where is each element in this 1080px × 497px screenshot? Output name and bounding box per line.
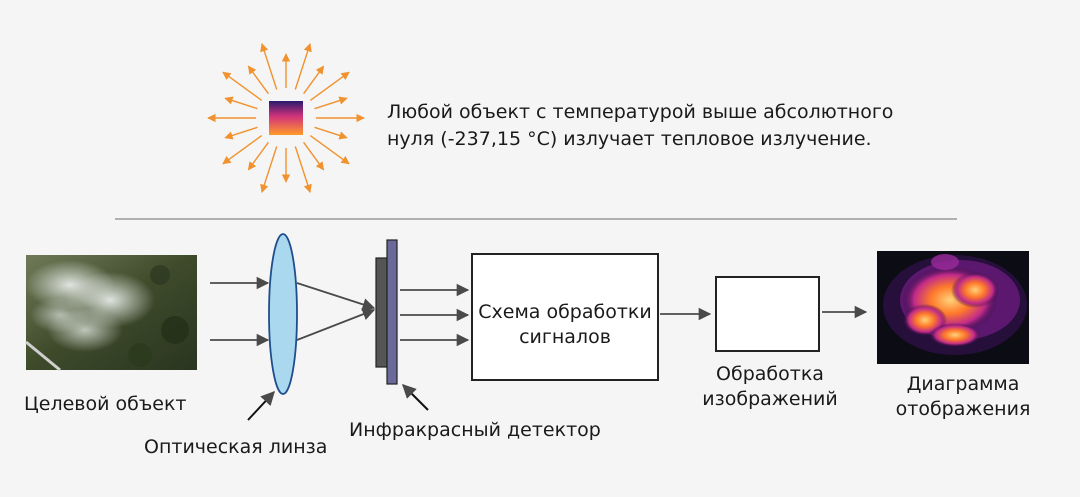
heat-ray [260, 43, 278, 90]
thermal-display-image [877, 251, 1029, 364]
heat-ray [224, 126, 258, 140]
ir-detector-front-plate [386, 239, 398, 385]
ir-detector-back-plate [375, 257, 388, 368]
display-label: Диаграмма отображения [878, 372, 1048, 422]
lens-label-pointer [247, 390, 275, 421]
heat-radiation-rays [207, 43, 365, 193]
image-processing-box [715, 276, 820, 352]
optical-lens [268, 233, 298, 395]
target-object-photo [25, 255, 197, 372]
heat-emitting-object-icon [269, 101, 303, 135]
image-processing-label: Обработка изображений [690, 362, 850, 412]
heat-ray [222, 135, 263, 165]
ir-detector-label: Инфракрасный детектор [349, 419, 601, 441]
display-label-line-1: Диаграмма [906, 373, 1020, 395]
signal-processing-label-line-2: сигналов [519, 326, 611, 348]
target-object-label: Целевой объект [24, 393, 187, 415]
heat-ray [222, 71, 263, 101]
heat-ray [314, 126, 348, 140]
converging-ray-top [296, 282, 376, 311]
signal-processing-label-line-1: Схема обработки [478, 301, 652, 323]
heat-ray [224, 96, 258, 110]
heat-ray [303, 141, 325, 171]
intro-text: Любой объект с температурой выше абсолют… [387, 99, 893, 153]
optical-lens-label: Оптическая линза [144, 436, 328, 458]
heat-ray [247, 141, 269, 171]
signal-processing-label: Схема обработки сигналов [472, 300, 658, 350]
heat-ray [309, 135, 350, 165]
heat-ray [309, 71, 350, 101]
image-processing-label-line-2: изображений [702, 388, 838, 410]
detector-label-pointer [402, 384, 429, 411]
heat-ray [247, 65, 269, 95]
converging-ray-bottom [296, 308, 376, 341]
display-label-line-2: отображения [895, 398, 1031, 420]
heat-ray [260, 146, 278, 193]
heat-ray [314, 96, 348, 110]
signal-processing-box [471, 253, 659, 381]
intro-line-1: Любой объект с температурой выше абсолют… [387, 101, 894, 123]
heat-ray [303, 65, 325, 95]
intro-line-2: нуля (-237,15 °C) излучает тепловое излу… [387, 128, 872, 150]
image-processing-label-line-1: Обработка [716, 363, 824, 385]
heat-ray [294, 43, 312, 90]
heat-ray [294, 146, 312, 193]
